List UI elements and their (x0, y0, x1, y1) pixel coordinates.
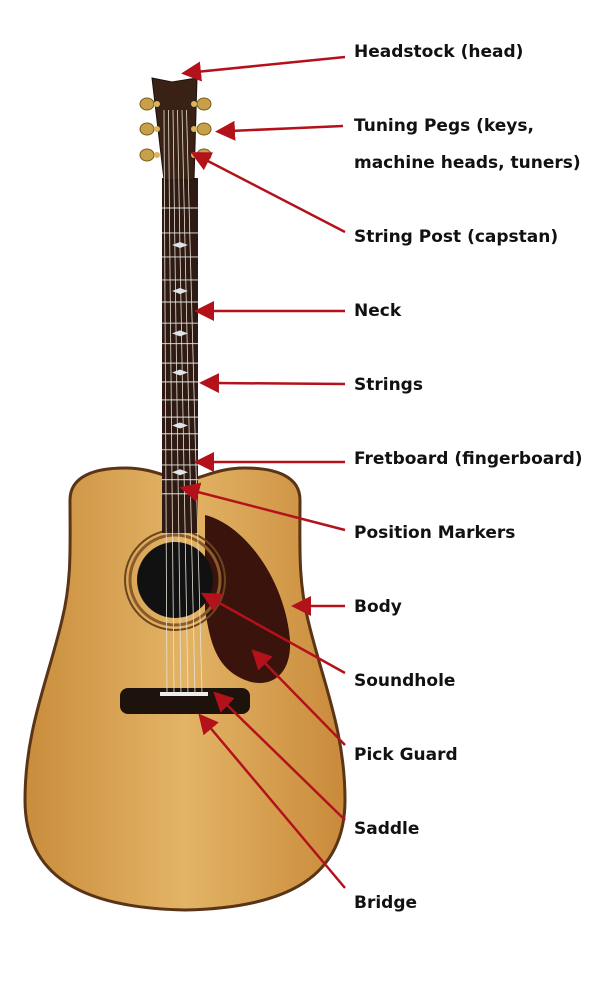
string (163, 109, 168, 695)
soundhole (137, 542, 213, 618)
tuning-peg (196, 97, 212, 111)
label-saddle: Saddle (354, 819, 420, 839)
label-bridge: Bridge (354, 893, 418, 913)
label-tuning-pegs: Tuning Pegs (keys, (354, 116, 534, 136)
bridge (120, 688, 250, 714)
label-position-markers: Position Markers (354, 523, 516, 543)
tuning-peg (139, 97, 155, 111)
string (177, 109, 189, 695)
label-soundhole: Soundhole (354, 671, 456, 691)
string-post (154, 101, 160, 107)
label-tuning-pegs-cont: machine heads, tuners) (354, 153, 581, 173)
position-marker (172, 422, 188, 429)
string (181, 109, 196, 695)
position-marker (172, 287, 188, 294)
label-fretboard: Fretboard (fingerboard) (354, 449, 583, 469)
string-post (191, 101, 197, 107)
label-headstock: Headstock (head) (354, 42, 524, 62)
string-post (191, 126, 197, 132)
string (172, 109, 182, 695)
tuning-peg (139, 148, 155, 162)
saddle (160, 692, 208, 696)
pointer-arrows (179, 55, 346, 889)
string-post (154, 152, 160, 158)
label-string-post: String Post (capstan) (354, 227, 559, 247)
tuning-peg (139, 122, 155, 136)
pick-guard (205, 515, 291, 684)
label-strings: Strings (354, 375, 423, 395)
string-post (191, 152, 197, 158)
label-neck: Neck (354, 301, 402, 321)
string-post (154, 126, 160, 132)
label-pick-guard: Pick Guard (354, 745, 458, 765)
label-body: Body (354, 597, 402, 617)
tuning-peg (196, 122, 212, 136)
string (168, 109, 175, 695)
position-marker (172, 369, 188, 376)
string (186, 109, 203, 695)
